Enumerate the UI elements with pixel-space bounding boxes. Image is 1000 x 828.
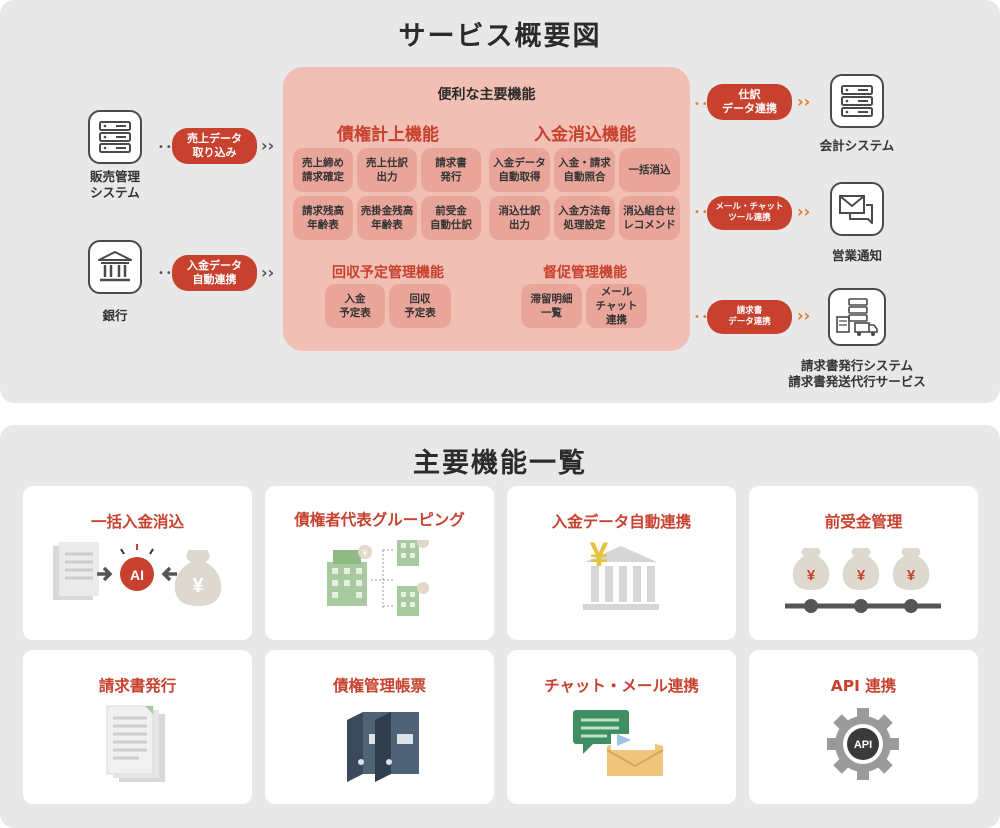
dunning-group-title: 督促管理機能 [543, 265, 627, 281]
feature-card-invoice-issue: 請求書発行 [23, 650, 252, 804]
binders-icon [265, 704, 494, 794]
feature-card-title: チャット・メール連携 [544, 677, 699, 695]
connector-dots: •• [694, 312, 710, 323]
feature-card-deposit-auto-link: 入金データ自動連携 ¥ [507, 486, 736, 640]
feature-card-title: 債権者代表グルーピング [294, 511, 465, 529]
svg-text:AI: AI [130, 567, 144, 583]
connector-dots: •• [158, 268, 174, 279]
function-cell: 消込組合せ レコメンド [619, 196, 680, 240]
deposit-data-link-pill: 入金データ 自動連携 [172, 255, 257, 291]
reconciliation-group-title: 入金消込機能 [534, 125, 636, 145]
invoice-system-node: 請求書発行システム 請求書発送代行サービス [777, 288, 937, 390]
building-grouping-icon: ¥ [265, 536, 494, 630]
bank-label: 銀行 [102, 308, 128, 323]
invoice-delivery-icon [828, 288, 886, 346]
feature-card-title: 前受金管理 [824, 513, 903, 531]
feature-card-title: 入金データ自動連携 [551, 513, 692, 531]
chevron-right-icon: ›› [797, 202, 811, 221]
money-bags-timeline-icon: ¥ ¥ ¥ [749, 540, 978, 630]
function-cell: 売上仕訳 出力 [357, 148, 417, 192]
function-cell: 請求書 発行 [421, 148, 481, 192]
svg-text:API: API [854, 739, 872, 751]
svg-text:¥: ¥ [857, 567, 866, 584]
chevron-right-icon: ›› [797, 306, 811, 325]
feature-card-bulk-reconciliation: 一括入金消込 AI ¥ [23, 486, 252, 640]
svg-text:¥: ¥ [362, 549, 368, 559]
chat-mail-icon [507, 704, 736, 794]
journal-data-link-pill: 仕訳 データ連携 [707, 84, 792, 120]
function-cell: 売掛金残高 年齢表 [357, 196, 417, 240]
function-cell: 請求残高 年齢表 [293, 196, 353, 240]
message-icon [830, 182, 884, 236]
function-cell: 入金データ 自動取得 [489, 148, 550, 192]
bank-icon [88, 240, 142, 294]
chevron-right-icon: ›› [797, 92, 811, 111]
feature-card-creditor-grouping: 債権者代表グルーピング ¥ [265, 486, 494, 640]
chevron-right-icon: ›› [261, 136, 275, 155]
svg-text:¥: ¥ [590, 540, 609, 574]
svg-text:¥: ¥ [807, 567, 816, 584]
feature-card-chat-mail-link: チャット・メール連携 [507, 650, 736, 804]
feature-card-title: API 連携 [830, 677, 897, 695]
function-cell: 消込仕訳 出力 [489, 196, 550, 240]
invoice-system-label: 請求書発行システム 請求書発送代行サービス [788, 358, 926, 389]
bank-yen-icon: ¥ [507, 536, 736, 630]
svg-text:¥: ¥ [907, 567, 916, 584]
chevron-right-icon: ›› [261, 263, 275, 282]
bank-node: 銀行 [82, 240, 148, 324]
receivables-group-title: 債権計上機能 [337, 125, 439, 145]
feature-card-advance-receipts: 前受金管理 ¥ ¥ ¥ [749, 486, 978, 640]
core-functions-title: 便利な主要機能 [437, 87, 536, 103]
sales-notification-node: 営業通知 [812, 182, 902, 264]
function-cell: 滞留明細 一覧 [521, 284, 582, 328]
function-cell: メール チャット 連携 [586, 284, 647, 328]
server-icon [830, 74, 884, 128]
api-gear-icon: API [749, 704, 978, 794]
documents-icon [23, 704, 252, 794]
accounting-system-node: 会計システム [812, 74, 902, 154]
connector-dots: •• [158, 142, 174, 153]
function-cell: 入金・請求 自動照合 [554, 148, 615, 192]
feature-card-title: 一括入金消込 [90, 513, 184, 531]
feature-card-title: 請求書発行 [98, 677, 177, 695]
function-cell: 回収 予定表 [389, 284, 451, 328]
sales-notification-label: 営業通知 [831, 248, 882, 263]
sales-data-import-pill: 売上データ 取り込み [172, 128, 257, 164]
mail-chat-link-pill: メール・チャット ツール連携 [707, 196, 792, 230]
overview-title: サービス概要図 [398, 21, 602, 52]
function-cell: 売上締め 請求確定 [293, 148, 353, 192]
function-cell: 前受金 自動仕訳 [421, 196, 481, 240]
function-cell: 一括消込 [619, 148, 680, 192]
features-title: 主要機能一覧 [413, 448, 587, 479]
function-cell: 入金方法毎 処理設定 [554, 196, 615, 240]
feature-card-title: 債権管理帳票 [332, 677, 426, 695]
connector-dots: •• [694, 99, 710, 110]
connector-dots: •• [694, 207, 710, 218]
function-cell: 入金 予定表 [325, 284, 385, 328]
sales-system-label: 販売管理 システム [89, 169, 140, 200]
accounting-system-label: 会計システム [819, 138, 895, 153]
server-icon [88, 110, 142, 164]
svg-text:¥: ¥ [192, 575, 204, 597]
collection-schedule-group-title: 回収予定管理機能 [332, 265, 444, 281]
invoice-data-link-pill: 請求書 データ連携 [707, 300, 792, 334]
ai-matching-icon: AI ¥ [23, 540, 252, 630]
feature-card-api-link: API 連携 API [749, 650, 978, 804]
feature-card-receivables-reports: 債権管理帳票 [265, 650, 494, 804]
sales-system-node: 販売管理 システム [82, 110, 148, 201]
